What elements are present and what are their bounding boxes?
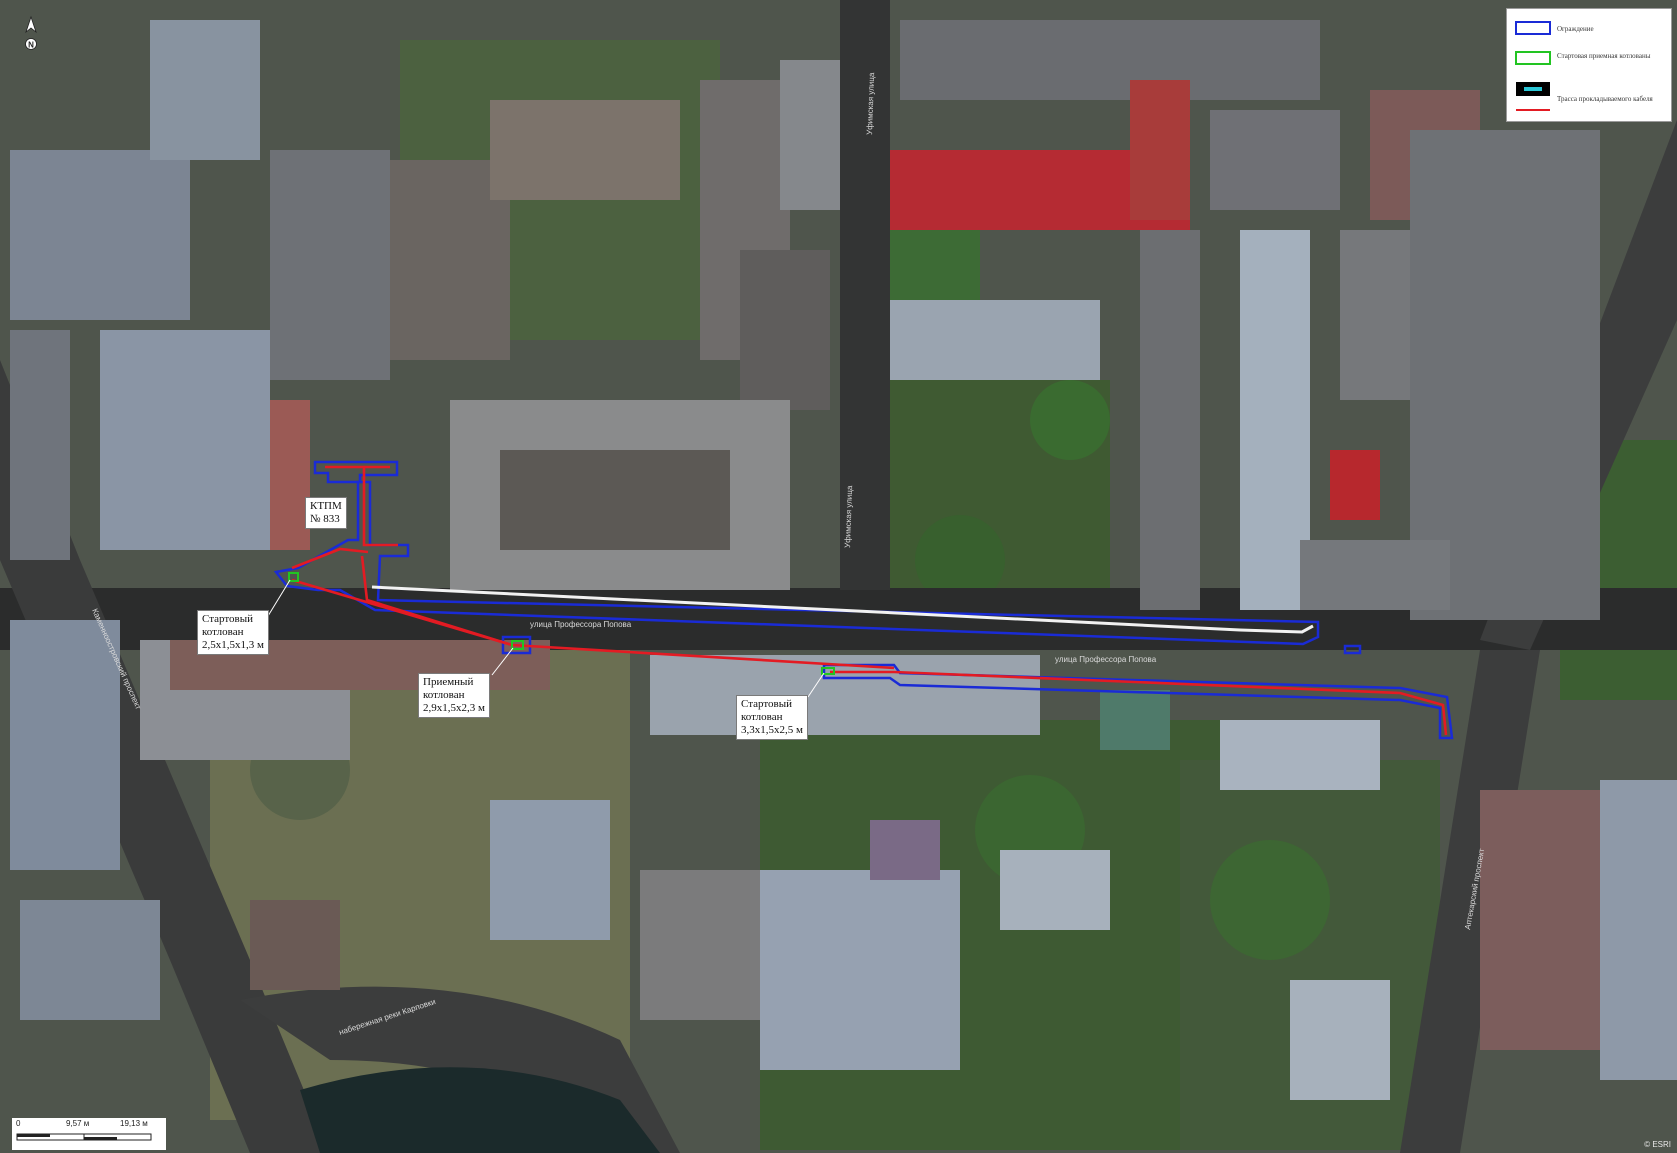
scale-label-0: 0 xyxy=(16,1119,21,1128)
legend-text-fence: Ограждение xyxy=(1557,25,1594,33)
callout-start-pit-1: Стартовый котлован 2,5х1,5х1,3 м xyxy=(197,610,269,655)
pits xyxy=(288,572,835,675)
street-label-vertical-1: Уфимская улица xyxy=(865,72,876,135)
legend-item-fence xyxy=(1515,21,1551,40)
north-arrow: N xyxy=(25,15,37,50)
scale-bar: 0 9,57 м 19,13 м xyxy=(12,1118,166,1150)
street-label-vertical-2: Уфимская улица xyxy=(843,485,854,548)
street-label-prof-popova-2: улица Профессора Попова xyxy=(1055,655,1157,664)
scale-label-1: 9,57 м xyxy=(66,1119,90,1128)
map-legend: Ограждение Стартовая приемная котлованы … xyxy=(1506,8,1672,122)
start-pit-1-marker xyxy=(288,572,299,582)
callout-start-pit-2: Стартовый котлован 3,3х1,5х2,5 м xyxy=(736,695,808,740)
north-label: N xyxy=(28,41,34,50)
street-label-prof-popova-1: улица Профессора Попова xyxy=(530,620,632,629)
scale-bar-graphic xyxy=(16,1133,152,1141)
callout-leaders xyxy=(267,579,825,698)
legend-item-trace xyxy=(1515,81,1551,122)
legend-text-trace: Трасса прокладываемого кабеля xyxy=(1557,95,1653,103)
legend-item-pits xyxy=(1515,51,1551,70)
legend-text-pits: Стартовая приемная котлованы xyxy=(1557,52,1651,60)
callout-receive-pit: Приемный котлован 2,9х1,5х2,3 м xyxy=(418,673,490,718)
attribution: © ESRI xyxy=(1644,1140,1671,1149)
start-pit-2-marker xyxy=(821,667,835,675)
canal xyxy=(300,1067,660,1153)
trace-white xyxy=(371,585,1314,634)
buildings xyxy=(10,20,1677,1100)
receive-pit-marker xyxy=(511,640,524,650)
scale-label-2: 19,13 м xyxy=(120,1119,148,1128)
callout-kttm: КТПМ № 833 xyxy=(305,497,347,529)
